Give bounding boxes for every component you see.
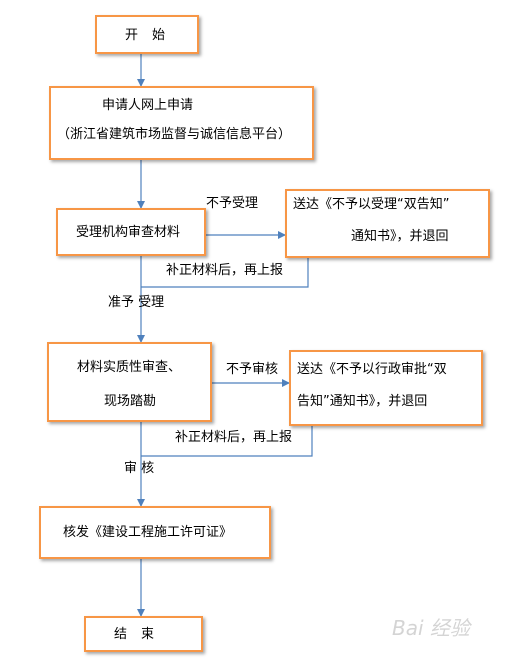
node-apply-line2: （浙江省建筑市场监督与诚信信息平台） [57,127,292,142]
edge-label-approved: 审 核 [124,461,155,476]
node-reject2-line2: 告知”通知书》，并退回 [297,394,428,409]
node-reject1-line2: 通知书》，并退回 [351,229,449,244]
edge-label-resubmit1: 补正材料后，再上报 [166,263,284,278]
node-issue-permit: 核发《建设工程施工许可证》 [39,506,271,559]
node-review-materials: 受理机构审查材料 [56,208,206,256]
line-resubmit2-return [141,426,313,457]
node-reject2-line1: 送达《不予以行政审批“双 [297,362,447,377]
edge-label-not-approved: 不予审核 [226,362,279,377]
node-issue-label: 核发《建设工程施工许可证》 [63,525,233,540]
node-end: 结束 [84,616,203,652]
node-reject1-line1: 送达《不予以受理“双告知” [293,197,450,212]
watermark: Bai 经验 [392,616,470,640]
node-substantive-review: 材料实质性审查、 现场踏勘 [47,342,212,422]
node-start-label: 开始 [125,28,180,43]
node-reject-acceptance: 送达《不予以受理“双告知” 通知书》，并退回 [285,189,490,258]
line-resubmit1-return [141,258,309,288]
node-end-label: 结束 [114,627,169,642]
node-review-label: 受理机构审查材料 [76,225,181,240]
edge-label-accepted: 准予 受理 [108,295,165,310]
node-substantive-line2: 现场踏勘 [104,394,157,409]
edge-label-not-accepted: 不予受理 [206,196,259,211]
node-substantive-line1: 材料实质性审查、 [77,360,182,375]
node-start: 开始 [95,15,199,54]
node-apply-online: 申请人网上申请 （浙江省建筑市场监督与诚信信息平台） [49,86,314,160]
edge-label-resubmit2: 补正材料后，再上报 [175,430,293,445]
node-reject-approval: 送达《不予以行政审批“双 告知”通知书》，并退回 [289,350,483,426]
node-apply-line1: 申请人网上申请 [102,98,194,113]
